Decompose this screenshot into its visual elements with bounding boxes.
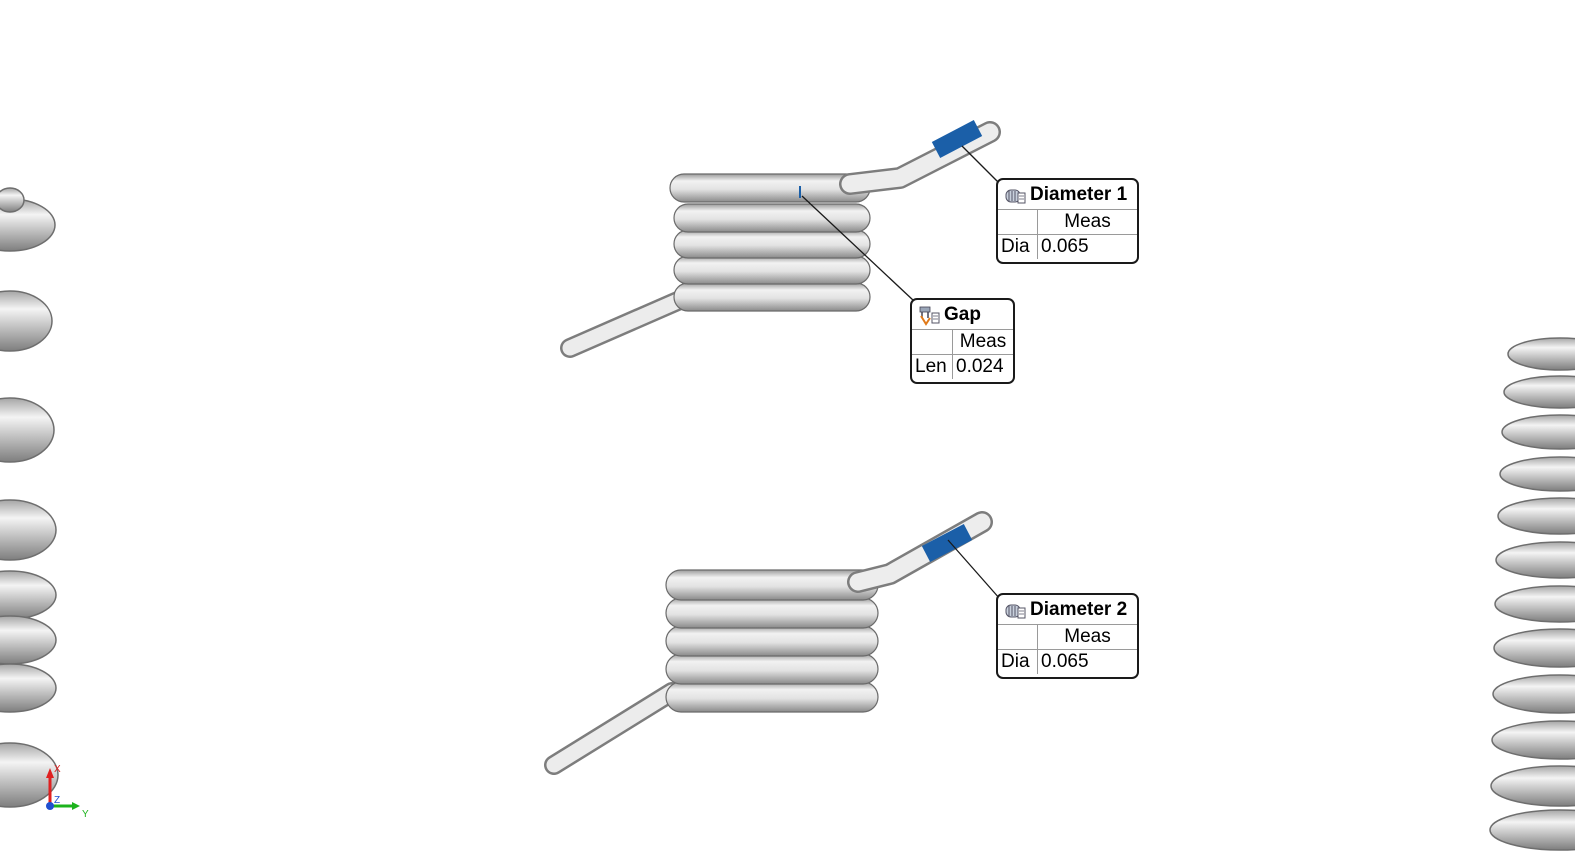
- empty-header-cell: [998, 210, 1038, 235]
- diameter-gauge-icon: [1005, 604, 1026, 618]
- empty-header-cell: [912, 330, 953, 355]
- callout-table: Meas Dia 0.065: [998, 210, 1137, 259]
- caliper-gauge-icon: [919, 306, 940, 326]
- axis-z-label: Z: [54, 795, 60, 806]
- axis-y-label: Y: [82, 809, 89, 820]
- meas-column-header: Meas: [1037, 625, 1137, 650]
- meas-column-header: Meas: [952, 330, 1013, 355]
- diameter-gauge-icon: [1005, 189, 1026, 203]
- axis-x-arrow: [46, 768, 54, 778]
- axis-x-label: X: [54, 764, 61, 775]
- diameter-2-highlight: [921, 524, 973, 562]
- axis-y-arrow: [72, 802, 80, 810]
- diameter-1-highlight: [931, 120, 983, 158]
- callout-gap[interactable]: Gap Meas Len 0.024: [910, 298, 1015, 384]
- callout-title: Gap: [944, 303, 981, 325]
- meas-column-header: Meas: [1037, 210, 1137, 235]
- callout-header[interactable]: Gap: [912, 300, 1013, 330]
- leader-line-gap: [801, 195, 915, 302]
- callout-table: Meas Len 0.024: [912, 330, 1013, 379]
- callout-header[interactable]: Diameter 2: [998, 595, 1137, 625]
- callout-title: Diameter 1: [1030, 183, 1128, 205]
- callout-title: Diameter 2: [1030, 598, 1128, 620]
- leader-lines: [801, 145, 1001, 600]
- axis-triad: X Y Z: [46, 764, 89, 820]
- measured-value: 0.024: [952, 354, 1013, 379]
- top-torsion-spring[interactable]: [560, 120, 1001, 358]
- callout-table: Meas Dia 0.065: [998, 625, 1137, 674]
- measured-value: 0.065: [1037, 234, 1137, 259]
- callout-diameter-2[interactable]: Diameter 2 Meas Dia 0.065: [996, 593, 1139, 679]
- callout-diameter-1[interactable]: Diameter 1 Meas Dia 0.065: [996, 178, 1139, 264]
- bottom-torsion-spring[interactable]: [544, 511, 993, 775]
- row-label: Dia: [998, 649, 1038, 674]
- callout-header[interactable]: Diameter 1: [998, 180, 1137, 210]
- axis-z-dot: [46, 802, 54, 810]
- measured-value: 0.065: [1037, 649, 1137, 674]
- leader-line-diameter-1: [961, 145, 1001, 185]
- left-partial-spring[interactable]: [0, 187, 59, 808]
- leader-line-diameter-2: [947, 539, 1001, 600]
- empty-header-cell: [998, 625, 1038, 650]
- right-partial-spring[interactable]: [1489, 337, 1575, 851]
- row-label: Dia: [998, 234, 1038, 259]
- row-label: Len: [912, 354, 953, 379]
